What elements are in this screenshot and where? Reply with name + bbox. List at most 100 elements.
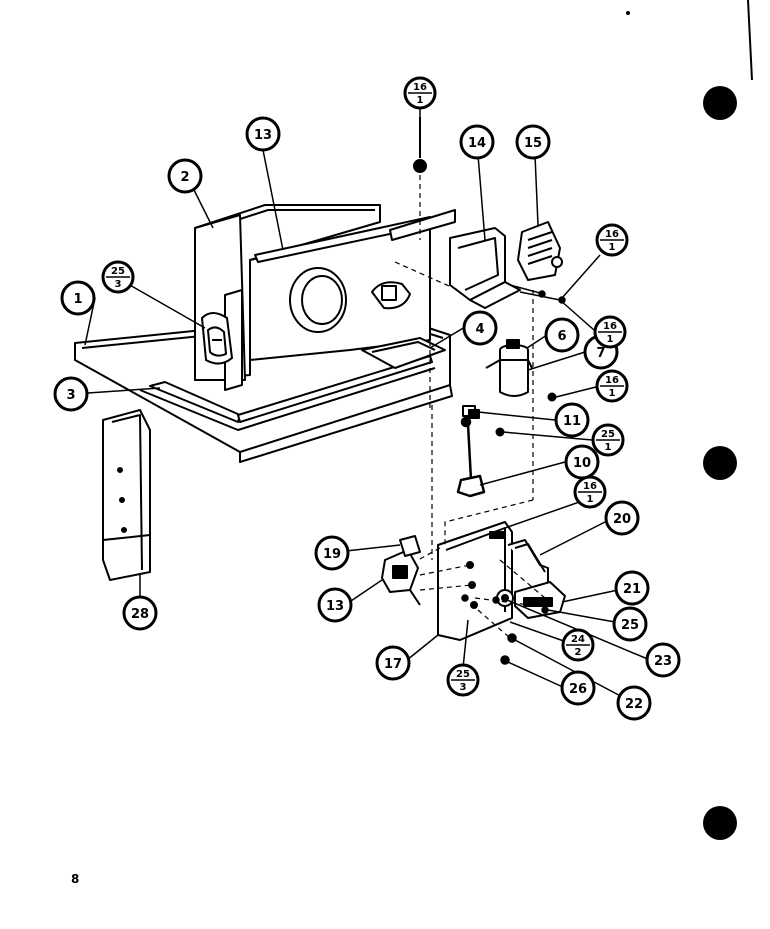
fraction-denominator: 1 [607, 334, 614, 345]
callout-23: 23 [645, 642, 681, 678]
terminal-clip [399, 535, 421, 557]
callout-13-bottom: 13 [317, 587, 353, 623]
fraction-callout-16-1-panel: 16 1 [573, 475, 607, 509]
fraction-denominator: 1 [609, 388, 616, 399]
fraction-numerator: 16 [605, 375, 619, 386]
control-bracket [449, 227, 521, 309]
fraction-callout-16-1-mid: 16 1 [593, 315, 627, 349]
cabinet-shell [194, 204, 381, 391]
fraction-numerator: 16 [413, 82, 427, 93]
binder-hole-mark-top [703, 86, 737, 120]
fraction-numerator: 16 [583, 481, 597, 492]
callout-10-label: 10 [573, 456, 591, 471]
scan-edge-mark [747, 0, 753, 81]
control-panel-plate [437, 521, 514, 641]
callout-3-label: 3 [66, 388, 75, 403]
callout-20-label: 20 [613, 512, 631, 527]
leader-lines [84, 108, 651, 701]
clip [462, 405, 480, 419]
fraction-callout-16-1-capacitor: 16 1 [595, 369, 629, 403]
bracket-screws [509, 284, 566, 304]
callout-28: 28 [122, 595, 158, 631]
callout-2-label: 2 [180, 170, 189, 185]
fraction-callout-16-1-right: 16 1 [595, 223, 629, 257]
callout-17: 17 [375, 645, 411, 681]
callout-1: 1 [60, 280, 96, 316]
assembly-lines [394, 175, 546, 639]
fraction-denominator: 1 [605, 442, 612, 453]
fraction-denominator: 3 [460, 682, 467, 693]
fraction-callout-25-3-left: 25 3 [101, 260, 135, 294]
callout-7-label: 7 [596, 346, 605, 361]
clip-screw [495, 427, 505, 437]
callout-10: 10 [564, 444, 600, 480]
callout-15-label: 15 [524, 136, 542, 151]
callout-26: 26 [560, 670, 596, 706]
callout-11-label: 11 [563, 414, 581, 429]
fraction-denominator: 1 [587, 494, 594, 505]
callout-25-label: 25 [621, 618, 639, 633]
callout-22: 22 [616, 685, 652, 721]
binder-hole-mark-bottom [703, 806, 737, 840]
page-markers [626, 0, 753, 840]
callout-6-label: 6 [557, 329, 566, 344]
callout-26-label: 26 [569, 682, 587, 697]
callout-14-label: 14 [468, 136, 486, 151]
fraction-callout-25-3-bottom: 25 3 [446, 663, 480, 697]
motor-mount-left [201, 312, 233, 365]
callout-14: 14 [459, 124, 495, 160]
relay-switch [381, 549, 421, 606]
fraction-numerator: 25 [456, 669, 470, 680]
control-bracket-lower [507, 539, 549, 590]
fraction-denominator: 2 [575, 647, 582, 658]
callout-13-bottom-label: 13 [326, 599, 344, 614]
callout-13-top: 13 [245, 116, 281, 152]
fraction-callout-25-1: 25 1 [591, 423, 625, 457]
page-number: 8 [71, 872, 80, 886]
callout-20: 20 [604, 500, 640, 536]
fan-orifice-panel [249, 209, 456, 361]
filter-tray [361, 337, 446, 369]
callout-6: 6 [544, 317, 580, 353]
binder-hole-mark-middle [703, 446, 737, 480]
callout-19-label: 19 [323, 547, 341, 562]
callout-21: 21 [614, 570, 650, 606]
callout-21-label: 21 [623, 582, 641, 597]
fraction-numerator: 16 [605, 229, 619, 240]
callout-13-top-label: 13 [254, 128, 272, 143]
top-screw [413, 117, 427, 173]
fraction-denominator: 1 [609, 242, 616, 253]
callout-3: 3 [53, 376, 89, 412]
callout-1-label: 1 [73, 292, 82, 307]
lower-screws [461, 594, 549, 665]
fraction-numerator: 16 [603, 321, 617, 332]
callout-15: 15 [515, 124, 551, 160]
fraction-callout-16-1-top: 16 1 [403, 76, 437, 110]
fraction-numerator: 25 [111, 266, 125, 277]
callout-28-label: 28 [131, 607, 149, 622]
callout-4-label: 4 [475, 322, 484, 337]
callout-4: 4 [462, 310, 498, 346]
callout-2: 2 [167, 158, 203, 194]
fraction-numerator: 24 [571, 634, 585, 645]
selector-switch [514, 581, 566, 619]
fraction-callout-24-2: 24 2 [561, 628, 595, 662]
side-bracket [102, 409, 151, 581]
fraction-numerator: 25 [601, 429, 615, 440]
callout-17-label: 17 [384, 657, 402, 672]
capacitor [485, 339, 533, 397]
callout-22-label: 22 [625, 697, 643, 712]
callout-11: 11 [554, 402, 590, 438]
fraction-denominator: 1 [417, 95, 424, 106]
capacitor-screw [547, 392, 557, 402]
callout-25: 25 [612, 606, 648, 642]
fraction-denominator: 3 [115, 279, 122, 290]
scan-dot [626, 11, 630, 15]
callout-19: 19 [314, 535, 350, 571]
rotary-switch [517, 221, 563, 281]
thermostat-bulb-holder [456, 416, 486, 498]
front-rail [149, 355, 433, 423]
callout-23-label: 23 [654, 654, 672, 669]
